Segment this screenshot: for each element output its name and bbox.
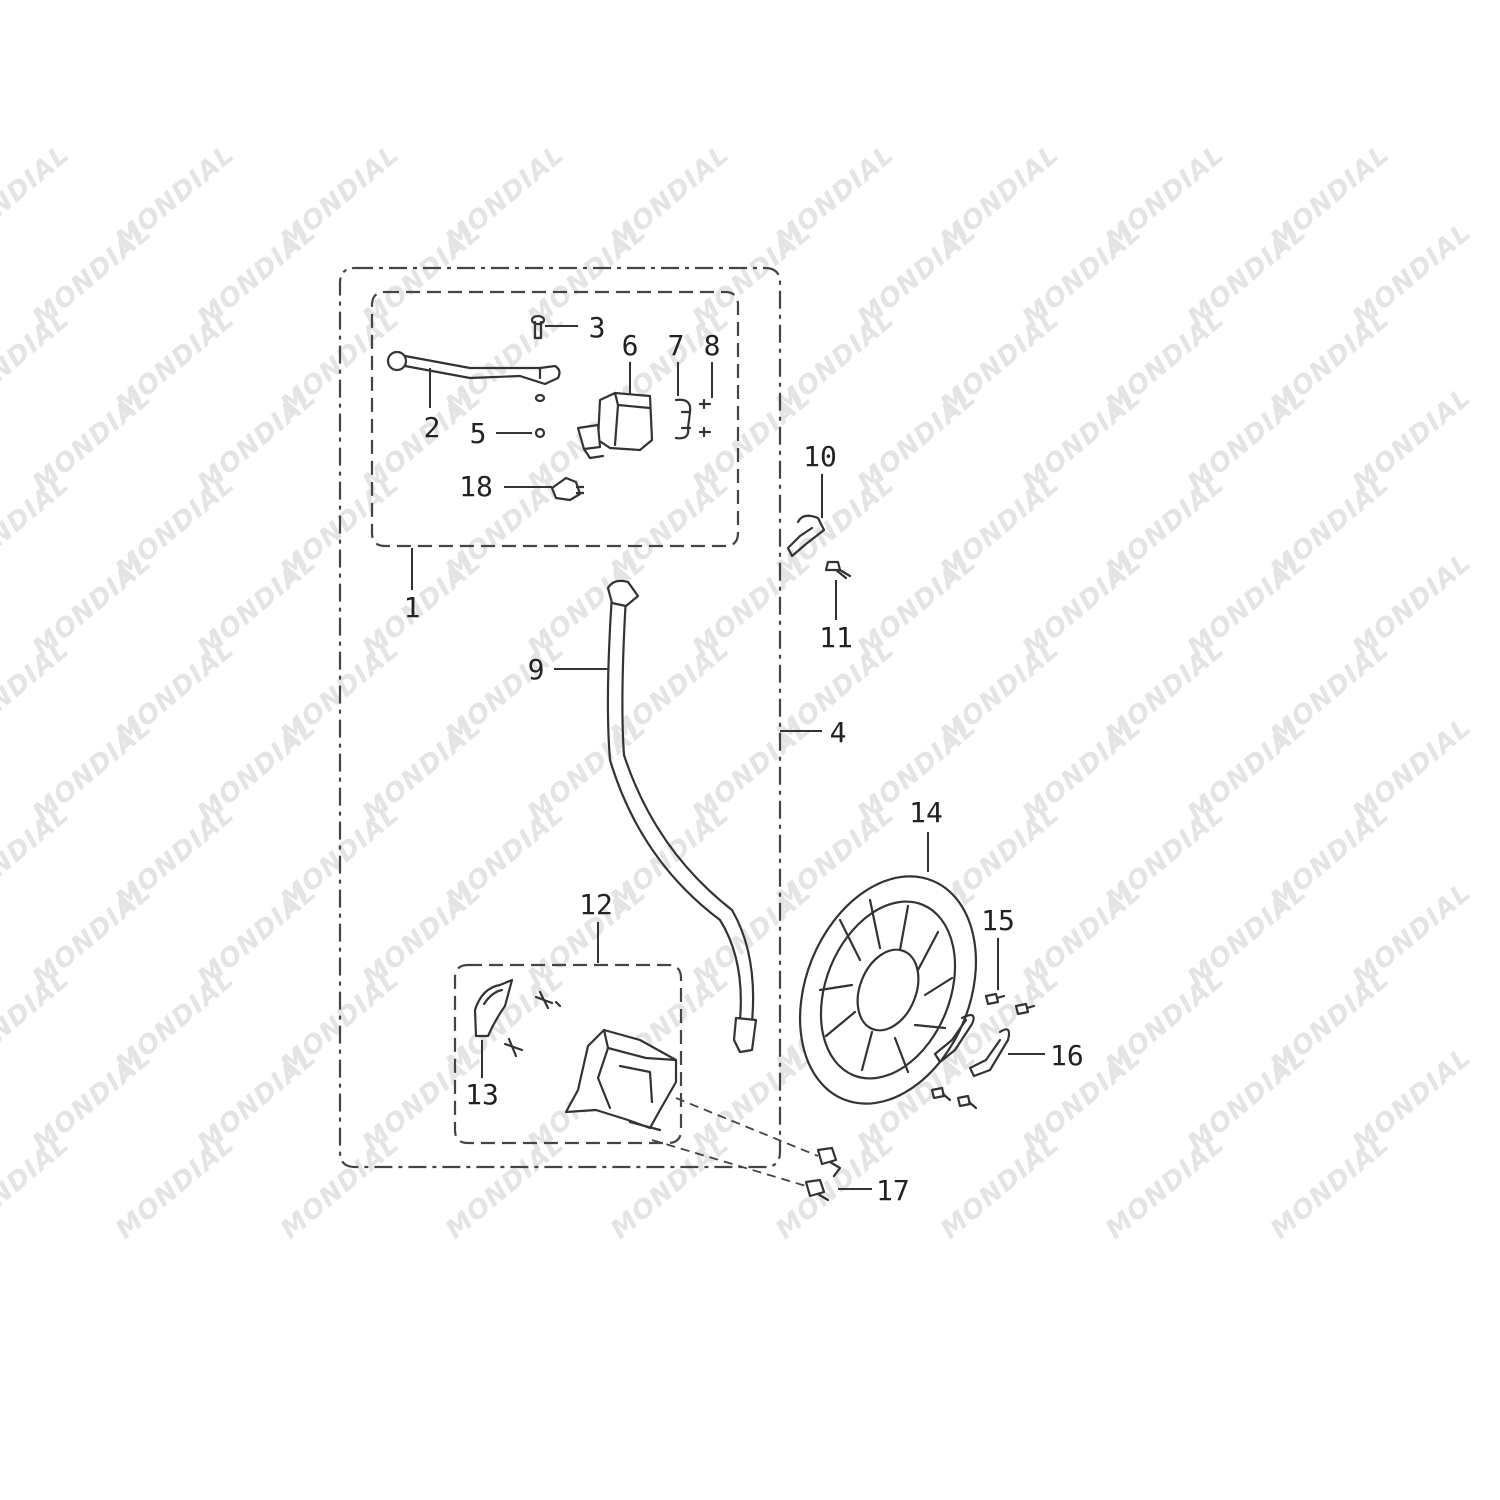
callout-6: 6	[622, 329, 639, 362]
callout-18: 18	[459, 470, 493, 503]
watermark-text: MONDIAL	[935, 634, 1065, 750]
watermark-text: MONDIAL	[1100, 469, 1230, 585]
watermark-text: MONDIAL	[440, 304, 570, 420]
callout-4: 4	[830, 716, 847, 749]
callout-12: 12	[579, 888, 613, 921]
callout-11: 11	[819, 621, 853, 654]
handlebar-clamp-part	[674, 398, 692, 440]
watermark-text: MONDIAL	[0, 964, 75, 1080]
hose-guide-part	[786, 514, 826, 558]
caliper-mount-bolts-part	[804, 1146, 842, 1202]
callout-labels: 1 2 3 4 5 6 7 8 9 10 11 12 13 14 15 16 1…	[404, 311, 1084, 1207]
watermark-text: MONDIAL	[1265, 964, 1395, 1080]
watermark-text: MONDIAL	[935, 304, 1065, 420]
callout-2: 2	[424, 411, 441, 444]
watermark-text: MONDIAL	[1265, 469, 1395, 585]
lever-washer-part	[534, 393, 546, 403]
watermark-text: MONDIAL	[1100, 139, 1230, 255]
watermark-text: MONDIAL	[0, 634, 75, 750]
watermark-text: MONDIAL	[1100, 799, 1230, 915]
brake-pads-part	[473, 978, 562, 1058]
clamp-bolts-part	[698, 398, 712, 438]
callout-5: 5	[470, 417, 487, 450]
watermark-text: MONDIAL	[1265, 799, 1395, 915]
callout-1: 1	[404, 591, 421, 624]
watermark-text: MONDIAL	[275, 139, 405, 255]
watermark-text: MONDIAL	[110, 139, 240, 255]
watermark-text: MONDIAL	[110, 964, 240, 1080]
watermark-text: MONDIAL	[110, 799, 240, 915]
pivot-bolt-part	[530, 314, 546, 340]
assembly-1-boundary	[370, 290, 740, 548]
watermark-text: MONDIAL	[935, 139, 1065, 255]
watermark-text: MONDIAL	[605, 1129, 735, 1245]
watermark-text: MONDIAL	[770, 139, 900, 255]
watermark-text: MONDIAL	[0, 304, 75, 420]
callout-13: 13	[465, 1078, 499, 1111]
callout-14: 14	[909, 796, 943, 829]
callout-17: 17	[876, 1174, 910, 1207]
leader-lines	[411, 325, 1045, 1190]
callout-7: 7	[668, 329, 685, 362]
watermark-text: MONDIAL	[605, 634, 735, 750]
watermark-text: MONDIAL	[440, 1129, 570, 1245]
watermark-text: MONDIAL	[1100, 1129, 1230, 1245]
watermark-text: MONDIAL	[0, 1129, 75, 1245]
watermark-text: MONDIAL	[1100, 304, 1230, 420]
assembly-12-boundary	[453, 963, 683, 1145]
watermark-text: MONDIAL	[440, 139, 570, 255]
watermark-text: MONDIAL	[0, 799, 75, 915]
brake-disc-part	[798, 875, 978, 1105]
callout-16: 16	[1050, 1039, 1084, 1072]
watermark-text: MONDIAL	[110, 634, 240, 750]
watermark-text: MONDIAL	[0, 139, 75, 255]
callout-10: 10	[803, 440, 837, 473]
watermark-text: MONDIAL	[1100, 964, 1230, 1080]
brake-switch-part	[550, 476, 584, 502]
callout-3: 3	[589, 311, 606, 344]
watermark-text: MONDIAL	[605, 139, 735, 255]
watermark-text: MONDIAL	[110, 1129, 240, 1245]
watermark-text: MONDIAL	[935, 469, 1065, 585]
watermark-text: MONDIAL	[0, 469, 75, 585]
watermark-text: MONDIAL	[1100, 634, 1230, 750]
brake-lever-part	[386, 350, 561, 386]
watermark-text: MONDIAL	[770, 304, 900, 420]
brake-caliper-part	[564, 1028, 678, 1132]
watermark-text: MONDIAL	[935, 1129, 1065, 1245]
pivot-nut-part	[534, 427, 546, 439]
watermark-text: MONDIAL	[110, 469, 240, 585]
guide-bolt-part	[824, 560, 852, 580]
watermark-text: MONDIAL	[275, 1129, 405, 1245]
watermark-text: MONDIAL	[440, 799, 570, 915]
watermark-text: MONDIAL	[1265, 1129, 1395, 1245]
disc-bolts-part	[930, 992, 1036, 1110]
watermark-text: MONDIAL	[1265, 304, 1395, 420]
watermark-text: MONDIAL	[110, 304, 240, 420]
callout-9: 9	[528, 653, 545, 686]
callout-15: 15	[981, 904, 1015, 937]
lock-plates-part	[933, 1014, 1011, 1078]
brake-hose-part	[606, 579, 758, 1054]
callout-8: 8	[704, 329, 721, 362]
watermark-text: MONDIAL	[605, 469, 735, 585]
watermark-text: MONDIAL	[440, 634, 570, 750]
watermark-text: MONDIAL	[1265, 634, 1395, 750]
assembly-4-boundary	[338, 266, 782, 1169]
master-cylinder-part	[576, 391, 654, 460]
watermark-text: MONDIAL	[1265, 139, 1395, 255]
